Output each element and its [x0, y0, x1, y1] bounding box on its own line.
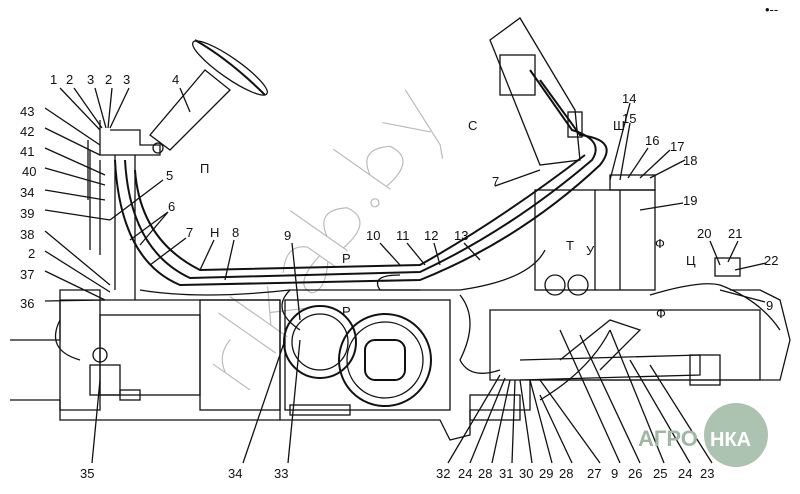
callout-label: 21: [728, 226, 742, 241]
callout-label: 3: [87, 72, 94, 87]
logo-text-right: НКА: [710, 429, 751, 451]
watermark: [212, 89, 444, 391]
callout-label: 8: [232, 225, 239, 240]
callout-label: 3: [123, 72, 130, 87]
callout-label: 40: [22, 164, 36, 179]
callout-label: 25: [653, 466, 667, 481]
callout-label: 20: [697, 226, 711, 241]
callout-label: 4: [172, 72, 179, 87]
callout-label: 33: [274, 466, 288, 481]
callout-label: 12: [424, 228, 438, 243]
leader-lines: [44, 87, 767, 464]
steering-column: [99, 39, 268, 156]
callout-label: 29: [539, 466, 553, 481]
callout-label: 15: [622, 111, 636, 126]
labels-bottom: 35 34 33 32 24 28 31 30 29 28 27 9 26 25…: [80, 466, 714, 481]
section-letter: Р: [342, 251, 351, 266]
callout-label: 24: [458, 466, 472, 481]
callout-label: 9: [766, 298, 773, 313]
callout-label: 7: [492, 174, 499, 189]
section-letter: Р: [342, 304, 351, 319]
view-letter: У: [586, 243, 595, 258]
callout-label: 43: [20, 104, 34, 119]
chassis: [10, 289, 791, 441]
callout-label: 28: [559, 466, 573, 481]
view-letter: П: [200, 161, 209, 176]
oil-tank: [534, 174, 741, 296]
callout-label: 23: [700, 466, 714, 481]
view-letter: Ш: [613, 118, 625, 133]
callout-label: 42: [20, 124, 34, 139]
callout-label: 16: [645, 133, 659, 148]
labels-middle: 5 6 7 Н 8 9 10 11 12 13 П С Ш 7 Р Р: [166, 118, 625, 319]
callout-label: 6: [168, 199, 175, 214]
callout-label: 32: [436, 466, 450, 481]
view-letter: С: [468, 118, 477, 133]
view-letter: Т: [566, 238, 574, 253]
section-letter: Ф: [656, 306, 666, 321]
callout-label: 30: [519, 466, 533, 481]
callout-label: 2: [105, 72, 112, 87]
callout-label: 13: [454, 228, 468, 243]
callout-label: 35: [80, 466, 94, 481]
left-column: [87, 140, 136, 300]
callout-label: 14: [622, 91, 636, 106]
callout-label: 37: [20, 267, 34, 282]
callout-label: 31: [499, 466, 513, 481]
callout-label: 19: [683, 193, 697, 208]
callout-label: 22: [764, 253, 778, 268]
callout-label: 9: [284, 228, 291, 243]
callout-label: 39: [20, 206, 34, 221]
view-letter: Н: [210, 225, 219, 240]
callout-label: 36: [20, 296, 34, 311]
control-panel: [489, 17, 583, 166]
corner-mark: •--: [765, 2, 778, 17]
callout-label: 34: [20, 185, 34, 200]
callout-label: 38: [20, 227, 34, 242]
callout-label: 9: [611, 466, 618, 481]
callout-label: 2: [66, 72, 73, 87]
hoses: [54, 69, 781, 374]
callout-label: 28: [478, 466, 492, 481]
callout-label: 17: [670, 139, 684, 154]
agronka-logo: АГРО НКА: [638, 403, 768, 467]
view-letter: Ц: [686, 253, 696, 268]
labels-top: 1 2 3 2 3 4: [50, 72, 179, 87]
callout-label: 27: [587, 466, 601, 481]
callout-label: 18: [683, 153, 697, 168]
logo-text-left: АГРО: [638, 426, 698, 451]
labels-left: 43 42 41 40 34 39 38 2 37 36: [20, 104, 36, 311]
callout-label: 5: [166, 168, 173, 183]
callout-label: 2: [28, 246, 35, 261]
labels-right: 14 15 16 17 18 19 20 21 22 9 Т У Ф Ц Ф: [566, 91, 778, 321]
callout-label: 10: [366, 228, 380, 243]
callout-label: 41: [20, 144, 34, 159]
callout-label: 24: [678, 466, 692, 481]
section-letter: Ф: [655, 236, 665, 251]
callout-label: 11: [396, 228, 410, 243]
callout-label: 34: [228, 466, 242, 481]
callout-label: 7: [186, 225, 193, 240]
callout-label: 26: [628, 466, 642, 481]
callout-label: 1: [50, 72, 57, 87]
